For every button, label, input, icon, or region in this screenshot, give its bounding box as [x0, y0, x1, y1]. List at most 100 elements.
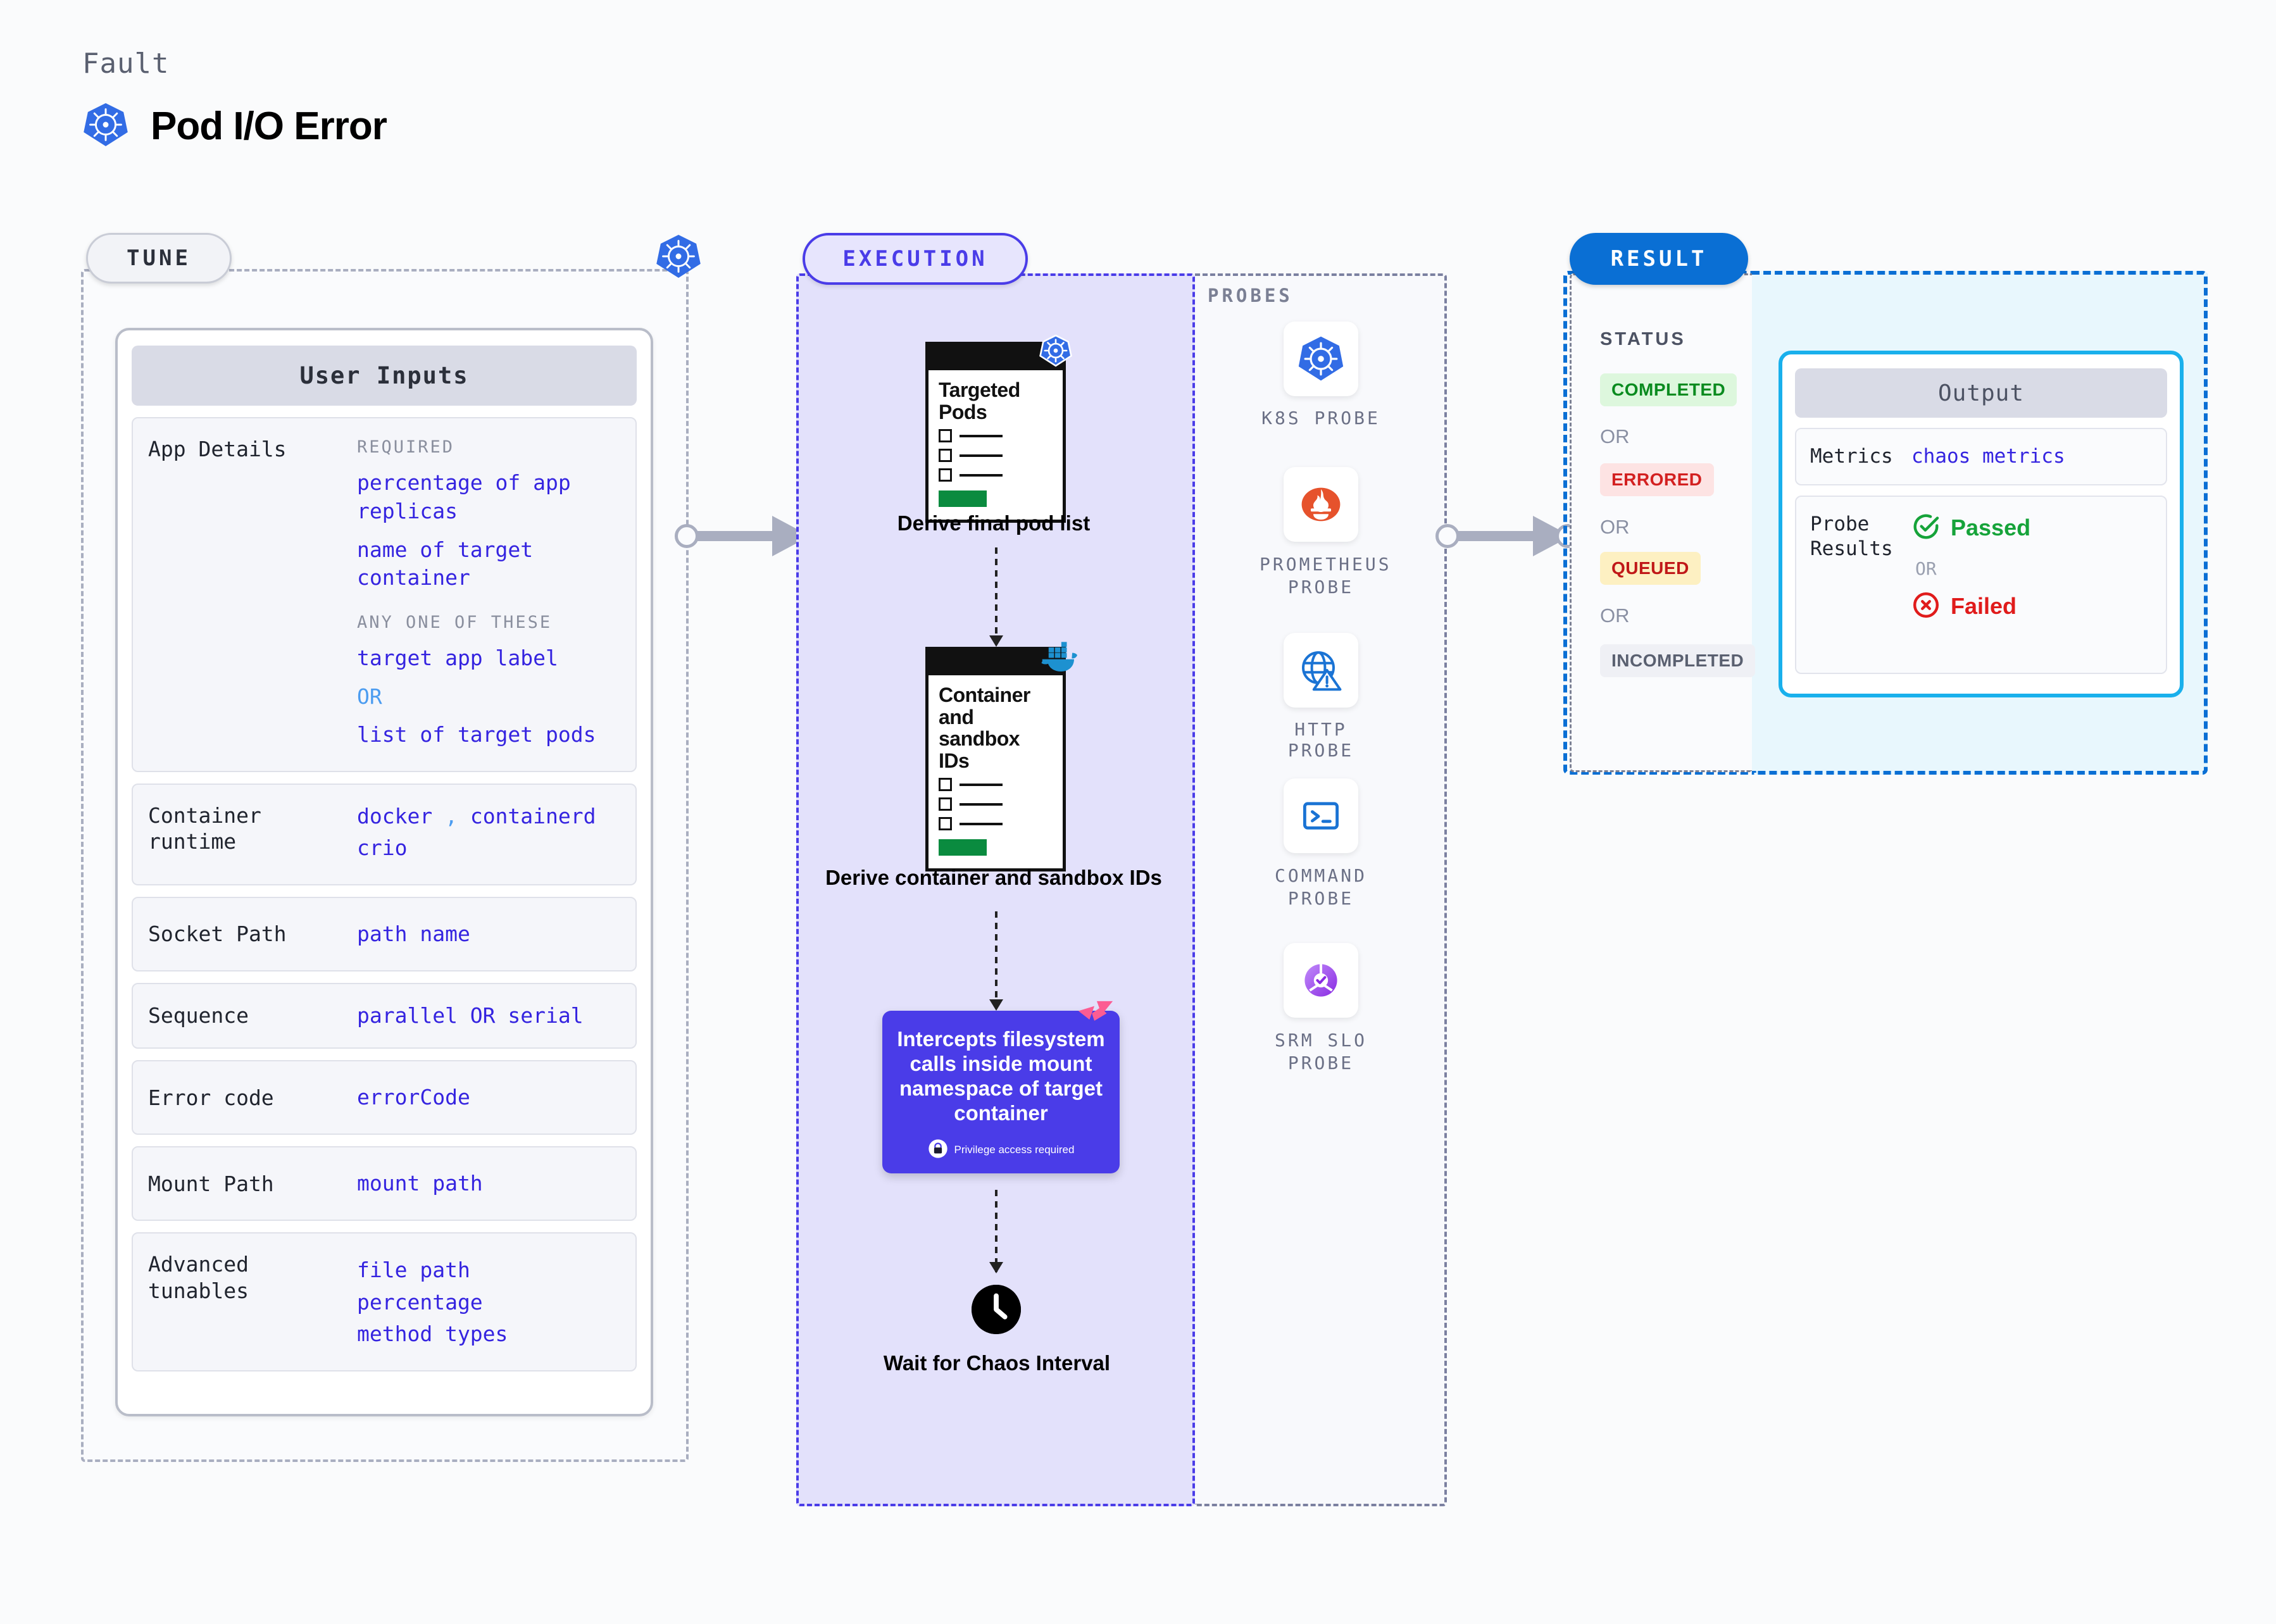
row-value: docker , containerd — [357, 803, 596, 828]
doc-title: Container and sandbox IDs — [939, 684, 1030, 772]
tune-pill-label: TUNE — [86, 233, 232, 284]
row-value: mount path — [357, 1171, 483, 1196]
row-value: name of target container — [357, 537, 534, 590]
failed-label: Failed — [1951, 593, 2017, 620]
step-caption: Derive container and sandbox IDs — [825, 866, 1162, 889]
kubernetes-icon — [1039, 334, 1072, 370]
probe-item-srm-slo[interactable]: SRM SLO PROBE — [1260, 943, 1382, 1075]
status-or-label: OR — [1600, 604, 1630, 627]
passed-label: Passed — [1951, 515, 2031, 541]
input-row-container-runtime: Container runtime docker , containerd cr… — [132, 783, 637, 885]
probe-item-prometheus[interactable]: PROMETHEUS PROBE — [1260, 467, 1392, 599]
probe-result-failed: Failed — [1911, 590, 2152, 623]
status-badge-errored: ERRORED — [1600, 463, 1714, 496]
flow-arrow — [989, 547, 1003, 647]
list-item — [939, 797, 1053, 811]
output-row-probe-results: Probe Results Passed OR Failed — [1795, 495, 2167, 674]
row-value: errorCode — [357, 1085, 470, 1110]
probe-item-http[interactable]: HTTP PROBE — [1260, 633, 1382, 761]
intercept-text: Intercepts filesystem calls inside mount… — [897, 1027, 1105, 1125]
status-badge-incompleted: INCOMPLETED — [1600, 644, 1756, 677]
probe-label: K8S PROBE — [1261, 408, 1380, 428]
output-row-label: Probe Results — [1810, 512, 1893, 560]
row-label: Error code — [148, 1085, 274, 1110]
output-row-value: chaos metrics — [1911, 445, 2065, 468]
input-row-error-code: Error code errorCode — [132, 1060, 637, 1135]
probe-label: COMMAND PROBE — [1274, 865, 1367, 909]
list-item — [939, 449, 1053, 463]
list-item — [939, 468, 1053, 482]
row-value: crio — [357, 835, 408, 861]
progress-bar — [939, 490, 987, 508]
row-label: Container runtime — [148, 803, 261, 854]
docker-icon — [1037, 639, 1082, 678]
row-label: Sequence — [148, 1003, 249, 1028]
kubernetes-icon — [1284, 322, 1358, 396]
row-label: Mount Path — [148, 1171, 274, 1196]
input-row-app-details: App Details REQUIRED percentage of app r… — [132, 417, 637, 772]
connector-dot — [675, 524, 699, 548]
connector-dot — [1435, 524, 1460, 548]
row-value: target app label — [357, 646, 558, 671]
user-inputs-title: User Inputs — [132, 346, 637, 406]
user-inputs-card: User Inputs App Details REQUIRED percent… — [115, 328, 653, 1416]
container-sandbox-card: Container and sandbox IDs — [925, 647, 1066, 872]
list-item — [939, 429, 1053, 443]
fault-eyebrow-label: Fault — [82, 47, 170, 80]
row-label: App Details — [148, 437, 287, 461]
output-title: Output — [1795, 368, 2167, 418]
probe-label: HTTP PROBE — [1287, 719, 1354, 761]
row-value: method types — [357, 1321, 508, 1347]
input-row-advanced-tunables: Advanced tunables file path percentage m… — [132, 1232, 637, 1371]
probe-label: SRM SLO PROBE — [1274, 1030, 1367, 1074]
row-label: Socket Path — [148, 921, 287, 947]
probe-item-k8s[interactable]: K8S PROBE — [1260, 322, 1382, 428]
privilege-note: Privilege access required — [954, 1144, 1075, 1156]
output-card: Output Metrics chaos metrics Probe Resul… — [1779, 351, 2184, 697]
result-pill-label: RESULT — [1570, 233, 1748, 285]
flow-arrow — [989, 911, 1003, 1011]
input-row-sequence: Sequence parallel OR serial — [132, 982, 637, 1049]
row-value: list of target pods — [357, 722, 596, 747]
probe-label: PROMETHEUS PROBE — [1260, 554, 1392, 598]
kubernetes-icon — [82, 101, 129, 151]
row-value: path name — [357, 921, 470, 946]
litmus-icon — [1076, 999, 1115, 1041]
probe-result-passed: Passed — [1911, 512, 2152, 544]
row-value-or: OR — [357, 684, 382, 709]
status-label: STATUS — [1600, 329, 1686, 349]
check-circle-icon — [1911, 512, 1941, 544]
globe-warning-icon — [1284, 633, 1358, 708]
row-value: file path — [357, 1258, 470, 1283]
step-caption: Derive final pod list — [897, 511, 1091, 535]
output-row-metrics: Metrics chaos metrics — [1795, 428, 2167, 485]
prometheus-icon — [1284, 467, 1358, 542]
flow-arrow — [989, 1190, 1003, 1273]
output-row-label: Metrics — [1810, 445, 1893, 468]
fault-title-row: Pod I/O Error — [82, 101, 387, 151]
connector-tune-to-execution — [675, 516, 819, 556]
probes-label: PROBES — [1208, 285, 1293, 306]
result-status-region — [1570, 273, 1752, 772]
row-value: parallel OR serial — [357, 1003, 584, 1028]
clock-icon — [972, 1285, 1021, 1334]
status-or-label: OR — [1600, 516, 1630, 538]
row-label: Advanced tunables — [148, 1252, 249, 1303]
kubernetes-icon — [655, 233, 702, 280]
list-item — [939, 778, 1053, 792]
page-title: Pod I/O Error — [151, 104, 387, 148]
input-row-socket-path: Socket Path path name — [132, 896, 637, 971]
list-item — [939, 817, 1053, 831]
row-value: percentage of app replicas — [357, 470, 571, 523]
lock-icon — [928, 1139, 948, 1162]
targeted-pods-card: Targeted Pods — [925, 342, 1066, 523]
status-badge-queued: QUEUED — [1600, 552, 1701, 585]
srm-slo-icon — [1284, 943, 1358, 1018]
probe-item-command[interactable]: COMMAND PROBE — [1260, 778, 1382, 911]
doc-title: Targeted Pods — [939, 378, 1020, 423]
terminal-icon — [1284, 778, 1358, 853]
status-or-label: OR — [1600, 425, 1630, 447]
execution-pill-label: EXECUTION — [803, 233, 1028, 285]
row-value: percentage — [357, 1289, 483, 1315]
x-circle-icon — [1911, 590, 1941, 623]
